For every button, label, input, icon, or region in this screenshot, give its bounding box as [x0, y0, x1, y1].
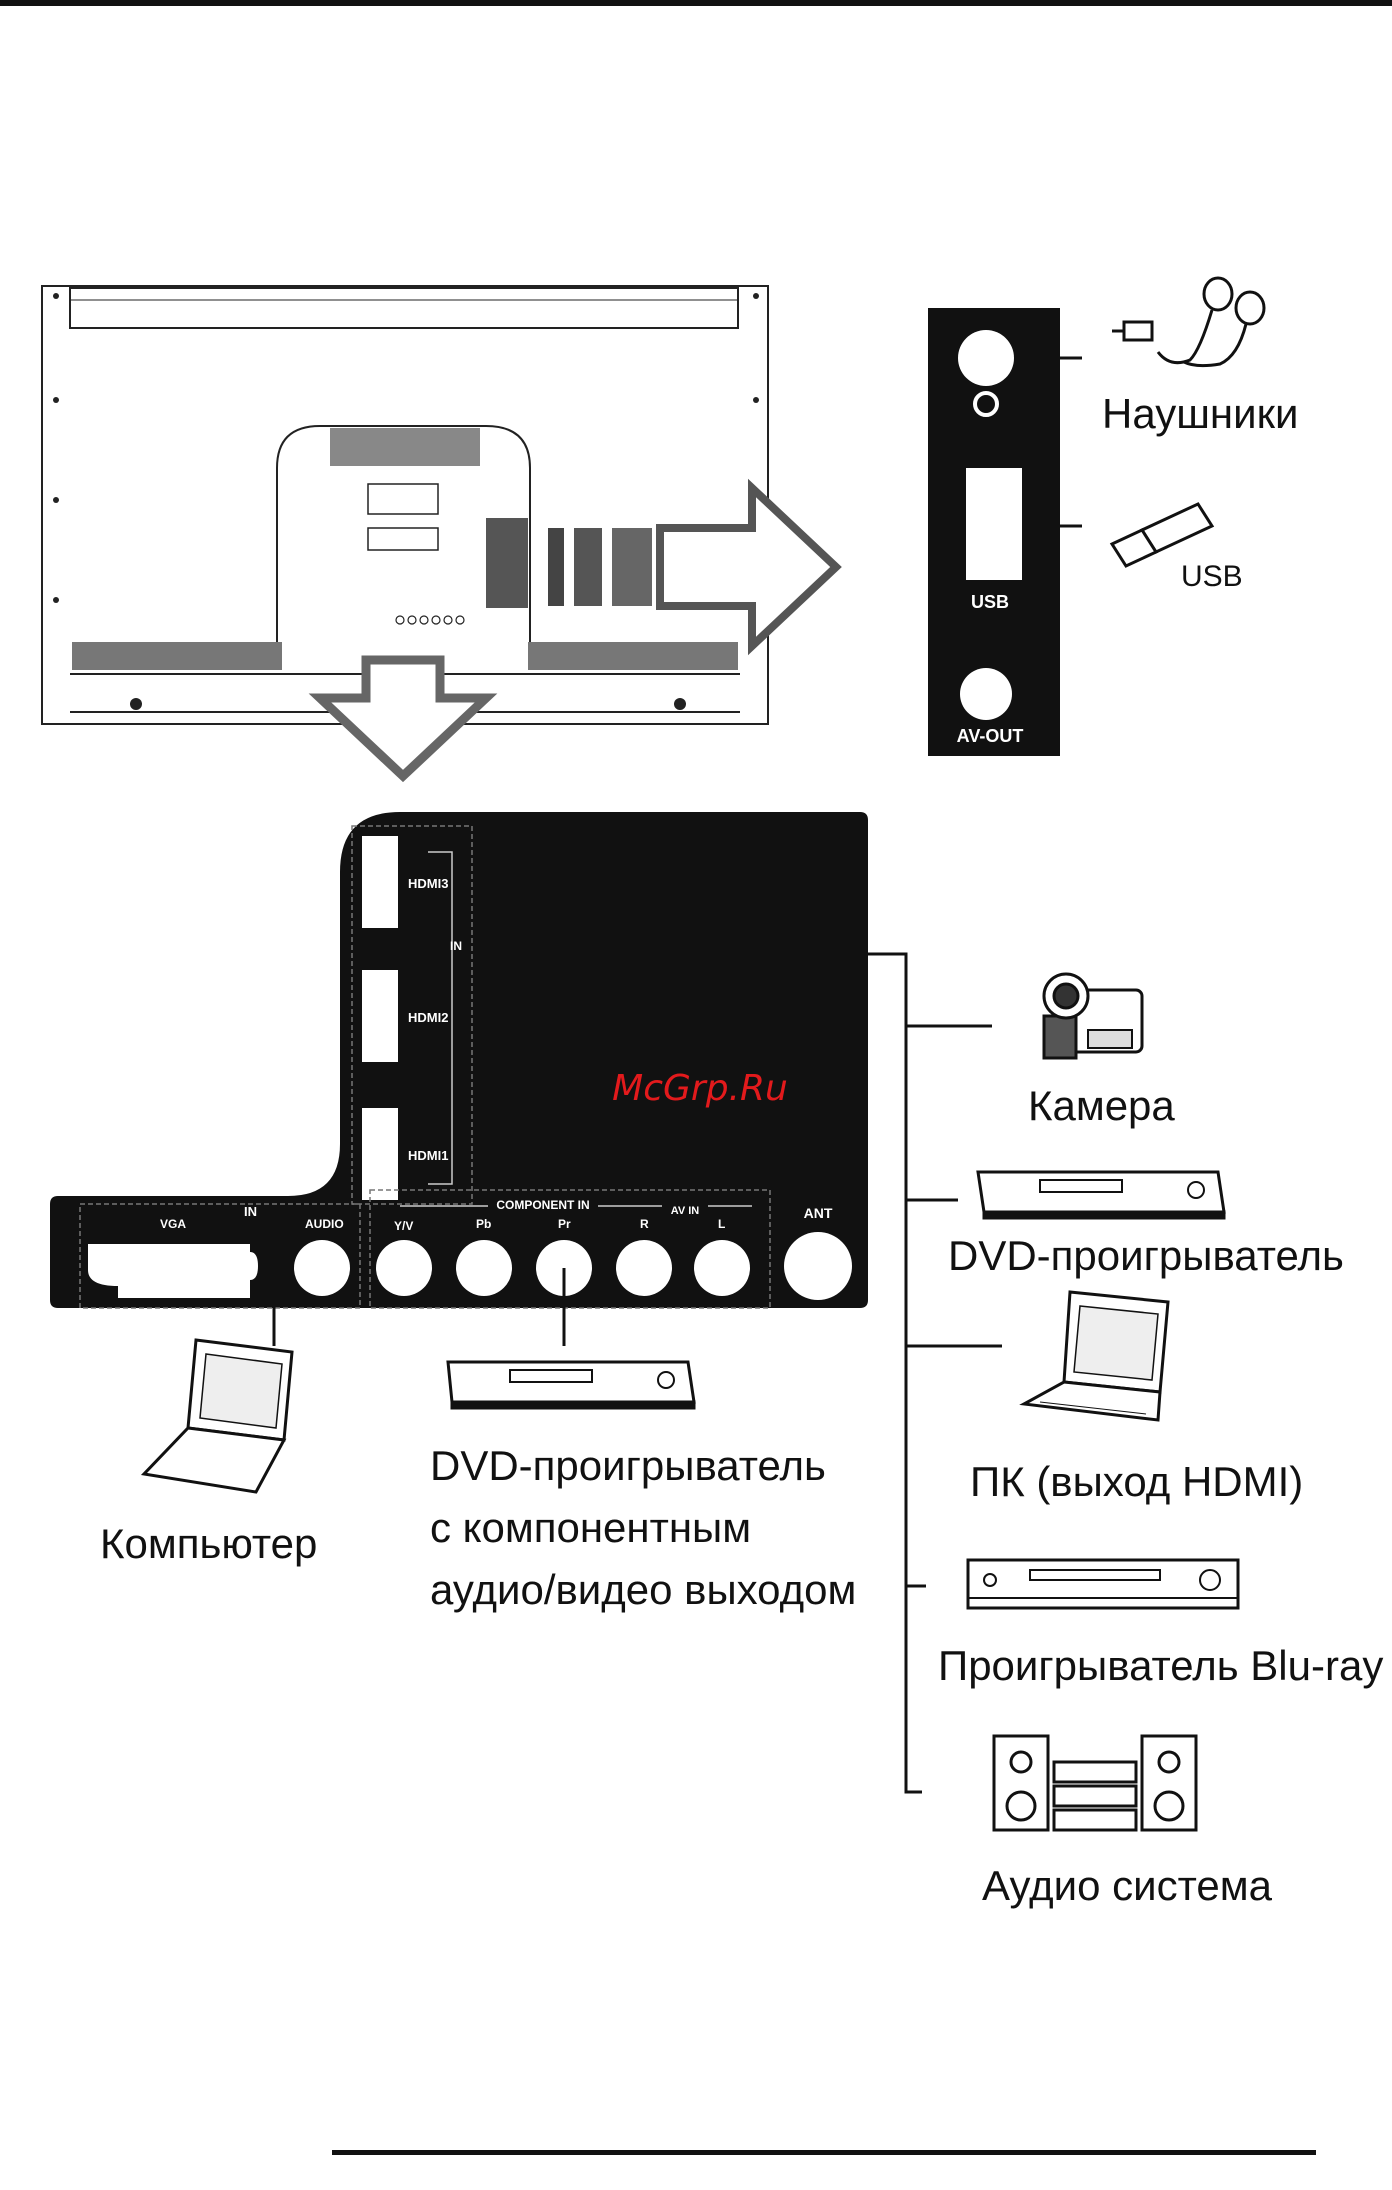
audio-system-icon	[994, 1736, 1196, 1830]
antenna-jack	[784, 1232, 852, 1300]
pc-hdmi-label: ПК (выход HDMI)	[970, 1458, 1303, 1505]
hdmi-in-label: IN	[450, 939, 462, 953]
y-jack	[376, 1240, 432, 1296]
usb-port-label: USB	[971, 592, 1009, 612]
top-rule	[0, 0, 1392, 6]
bottom-rule	[332, 2150, 1316, 2155]
usb-port	[966, 468, 1022, 580]
hdmi3-label: HDMI3	[408, 876, 448, 891]
yv-label: Y/V	[394, 1219, 413, 1233]
usb-label: USB	[1181, 560, 1243, 593]
earphones-icon	[1112, 278, 1264, 366]
computer-label: Компьютер	[100, 1520, 317, 1567]
hdmi1-label: HDMI1	[408, 1148, 448, 1163]
pb-jack	[456, 1240, 512, 1296]
ant-label: ANT	[804, 1205, 833, 1221]
hdmi2-port	[362, 970, 398, 1062]
dvd-component-label-line3: аудио/видео выходом	[430, 1566, 856, 1613]
computer-laptop-icon	[144, 1340, 292, 1492]
vga-label: VGA	[160, 1217, 186, 1231]
r-jack	[616, 1240, 672, 1296]
dvd-component-label-line1: DVD-проигрыватель	[430, 1442, 826, 1489]
camera-icon	[1044, 974, 1142, 1058]
audio-system-label: Аудио система	[982, 1862, 1273, 1909]
main-panel: HDMI3 HDMI2 HDMI1 IN IN VGA AUDIO COMPON…	[50, 812, 868, 1308]
av-out-jack	[960, 668, 1012, 720]
component-in-label: COMPONENT IN	[496, 1198, 589, 1212]
camera-label: Камера	[1028, 1082, 1175, 1129]
av-out-label: AV-OUT	[957, 726, 1024, 746]
laptop-icon	[1024, 1292, 1168, 1420]
dvd-component-icon	[448, 1362, 694, 1408]
vga-in-label: IN	[244, 1204, 257, 1219]
watermark: McGrp.Ru	[612, 1068, 788, 1109]
audio-label: AUDIO	[305, 1217, 344, 1231]
bluray-player-icon	[968, 1560, 1238, 1608]
dvd-component-label-line2: с компонентным	[430, 1504, 751, 1551]
hdmi3-port	[362, 836, 398, 928]
dvd-label: DVD-проигрыватель	[948, 1232, 1344, 1279]
pb-label: Pb	[476, 1217, 491, 1231]
side-panel: USB AV-OUT	[928, 308, 1060, 756]
audio-jack	[294, 1240, 350, 1296]
l-label: L	[718, 1217, 725, 1231]
headphones-label: Наушники	[1102, 390, 1298, 437]
av-in-label: AV IN	[671, 1205, 700, 1217]
dvd-player-icon	[978, 1172, 1224, 1218]
pr-label: Pr	[558, 1217, 571, 1231]
r-label: R	[640, 1217, 649, 1231]
headphone-jack	[958, 330, 1014, 386]
hdmi1-port	[362, 1108, 398, 1200]
l-jack	[694, 1240, 750, 1296]
usb-stick-icon	[1112, 504, 1212, 566]
bluray-label: Проигрыватель Blu-ray	[938, 1642, 1383, 1689]
hdmi2-label: HDMI2	[408, 1010, 448, 1025]
